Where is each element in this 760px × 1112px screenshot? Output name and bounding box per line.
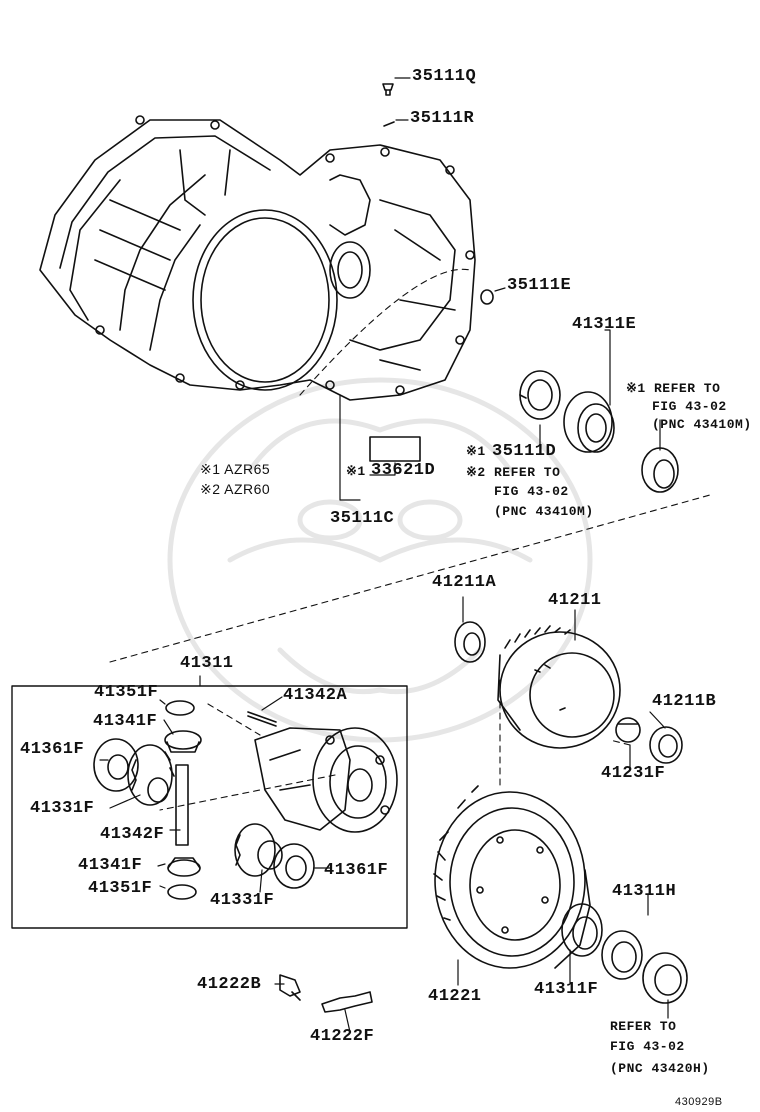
part-label-41311f: 41311F	[534, 980, 599, 999]
part-label-41222f: 41222F	[310, 1027, 375, 1046]
pin-41342a-drawing	[247, 711, 277, 727]
side-gear-41331f-bottom-drawing	[234, 823, 283, 877]
part-label-35111c: 35111C	[330, 509, 395, 528]
refer-note-3-title: REFER TO	[610, 1019, 677, 1034]
plate-33621d-drawing	[369, 436, 421, 462]
refer-note-1-fig: FIG 43-02	[652, 399, 727, 414]
washer-41361f-right-drawing	[273, 843, 315, 889]
refer-note-2-fig: FIG 43-02	[494, 484, 569, 499]
pinion-41341f-bottom-drawing	[167, 857, 201, 877]
part-label-41331f-left: 41331F	[30, 799, 95, 818]
refer-note-2-pnc: (PNC 43410M)	[494, 504, 594, 519]
part-label-35111d: 35111D	[492, 442, 557, 461]
shaft-41342f-drawing	[175, 764, 189, 846]
side-gear-41331f-left-drawing	[127, 744, 175, 806]
part-label-41361f-left: 41361F	[20, 740, 85, 759]
refer-note-2-title: ※2 REFER TO	[466, 465, 561, 480]
refer-note-3-fig: FIG 43-02	[610, 1039, 685, 1054]
part-label-41341f-bottom: 41341F	[78, 856, 143, 875]
differential-kit-box	[11, 685, 408, 929]
pinion-41341f-top-drawing	[164, 730, 202, 753]
oil-seal-35111d-drawing	[519, 370, 561, 420]
washer-41351f-top-drawing	[165, 700, 195, 716]
washer-41361f-left-drawing	[93, 738, 139, 792]
plug-35111q-drawing	[382, 83, 394, 96]
part-label-33621d-mark: ※1	[346, 464, 366, 479]
dashed-reference-lines	[109, 268, 711, 811]
refer-note-3-pnc: (PNC 43420H)	[610, 1061, 710, 1076]
oring-35111e-drawing	[480, 289, 494, 305]
part-label-41361f-right: 41361F	[324, 861, 389, 880]
part-label-41331f-bottom: 41331F	[210, 891, 275, 910]
diagram-id: 430929B	[675, 1096, 723, 1108]
legend-note-1: ※1 AZR65	[200, 461, 271, 477]
part-label-35111d-mark: ※1	[466, 444, 486, 459]
washer-41351f-bottom-drawing	[167, 884, 197, 900]
bearing-41211a-drawing	[454, 621, 486, 663]
part-label-41231f: 41231F	[601, 764, 666, 783]
part-label-41221: 41221	[428, 987, 482, 1006]
part-label-41311: 41311	[180, 654, 234, 673]
part-label-35111q: 35111Q	[412, 67, 477, 86]
legend-note-2: ※2 AZR60	[200, 481, 271, 497]
part-label-41342f: 41342F	[100, 825, 165, 844]
gear-41211-drawing	[497, 625, 621, 749]
part-label-41211: 41211	[548, 591, 602, 610]
shim-41311h-drawing	[601, 930, 643, 980]
differential-case-drawing	[254, 727, 398, 833]
lock-plate-41222f-drawing	[321, 991, 373, 1013]
part-label-35111e: 35111E	[507, 276, 572, 295]
part-label-41351f-bottom: 41351F	[88, 879, 153, 898]
part-label-41341f-top: 41341F	[93, 712, 158, 731]
part-label-33621d: 33621D	[371, 461, 436, 480]
part-label-35111r: 35111R	[410, 109, 475, 128]
part-label-41342a: 41342A	[283, 686, 348, 705]
bolt-41222b-drawing	[279, 974, 301, 1001]
bearing-41311e-drawing	[563, 391, 615, 453]
part-label-41351f-top: 41351F	[94, 683, 159, 702]
refer-note-1-pnc: (PNC 43410M)	[652, 417, 752, 432]
bush-41231f-drawing	[615, 717, 641, 743]
ring-gear-41221-drawing	[433, 785, 591, 969]
part-label-41311e: 41311E	[572, 315, 637, 334]
refer-note-1-title: ※1 REFER TO	[626, 381, 721, 396]
outer-race-drawing	[642, 952, 688, 1004]
transaxle-housing-drawing	[39, 115, 476, 401]
bearing-41311f-drawing	[561, 903, 603, 957]
bearing-41211b-drawing	[649, 726, 683, 764]
part-label-41211a: 41211A	[432, 573, 497, 592]
watermark-emblem	[167, 377, 593, 743]
pin-35111r-drawing	[383, 121, 395, 127]
part-label-41222b: 41222B	[197, 975, 262, 994]
leader-lines	[99, 77, 669, 1033]
part-label-41311h: 41311H	[612, 882, 677, 901]
oil-seal-refer-drawing	[641, 447, 679, 493]
part-label-41211b: 41211B	[652, 692, 717, 711]
